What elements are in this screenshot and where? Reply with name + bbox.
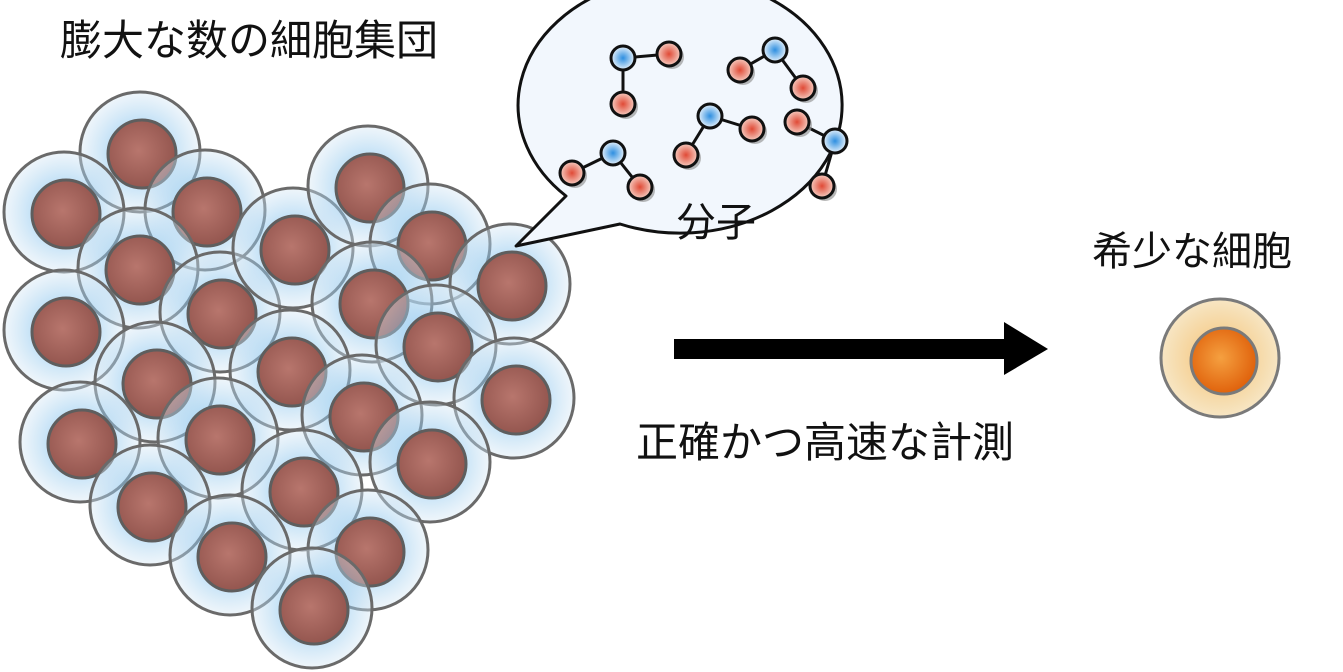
molecule-group: [558, 36, 849, 202]
molecule-atom-blue: [696, 102, 724, 130]
molecule-atom-red: [558, 159, 586, 187]
molecule-atom-red: [672, 141, 700, 169]
molecule-atom-red: [738, 115, 766, 143]
measurement-label: 正確かつ高速な計測: [636, 418, 1015, 467]
molecule-label: 分子: [676, 200, 756, 246]
molecule-atom-blue: [821, 127, 849, 155]
cell-cluster: [2, 90, 576, 670]
cell-population-label: 膨大な数の細胞集団: [60, 16, 439, 65]
molecule-atom-red: [626, 173, 654, 201]
cell: [452, 336, 576, 460]
rare-cell-label: 希少な細胞: [1092, 229, 1292, 275]
molecule-atom-blue: [609, 44, 637, 72]
cell: [368, 400, 492, 524]
molecule-atom-red: [789, 74, 817, 102]
molecule-atom-red: [726, 56, 754, 84]
molecule-atom-red: [808, 172, 836, 200]
measurement-arrow: [674, 322, 1048, 375]
cell: [250, 546, 374, 670]
speech-bubble: [514, 0, 844, 248]
molecule-atom-blue: [599, 139, 627, 167]
cell: [448, 222, 572, 346]
rare-cell: [1159, 297, 1281, 419]
molecule-atom-red: [655, 40, 683, 68]
molecule-atom-red: [783, 108, 811, 136]
molecule-atom-red: [609, 90, 637, 118]
molecule-atom-blue: [761, 36, 789, 64]
